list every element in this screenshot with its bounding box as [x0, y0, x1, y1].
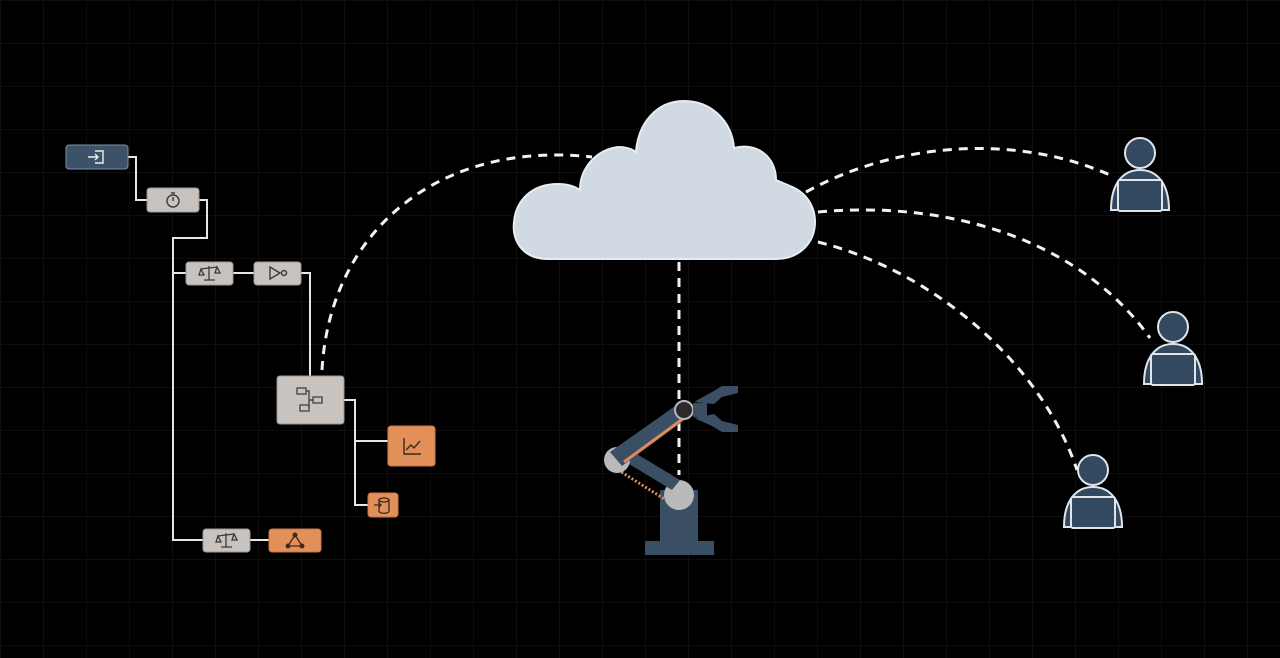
- wire-filter-subflow: [301, 272, 311, 376]
- play-circle-icon: [269, 265, 288, 281]
- wire-delay-branch: [172, 199, 208, 541]
- user-top: [1109, 137, 1171, 212]
- filter-node[interactable]: [253, 261, 302, 286]
- login-arrow-icon: [88, 150, 104, 164]
- user-bottom: [1062, 454, 1124, 529]
- input-node[interactable]: [65, 144, 129, 170]
- flow-wires: [128, 156, 388, 541]
- wire-subflow-chart: [344, 399, 388, 442]
- link-subflow-cloud: [320, 153, 593, 371]
- user-laptop-icon: [1142, 311, 1204, 386]
- balance-scale-icon: [215, 532, 239, 548]
- link-cloud-user-middle: [817, 208, 1152, 339]
- wire-subflow-db: [354, 441, 368, 506]
- balance-scale-icon: [198, 265, 222, 281]
- wire-input-delay: [128, 156, 147, 201]
- robotic-arm-icon: [604, 386, 738, 555]
- network-node[interactable]: [268, 528, 322, 553]
- network-triangle-icon: [285, 532, 305, 549]
- link-cloud-user-top: [805, 147, 1111, 194]
- delay-node[interactable]: [146, 187, 200, 213]
- user-laptop-icon: [1109, 137, 1171, 212]
- user-laptop-icon: [1062, 454, 1124, 529]
- dashed-links: [320, 147, 1152, 475]
- line-chart-icon: [403, 438, 421, 455]
- switch-node-upper[interactable]: [185, 261, 234, 286]
- cloud-icon: [512, 99, 817, 260]
- subflow-node[interactable]: [276, 375, 345, 425]
- database-node[interactable]: [367, 492, 399, 518]
- stopwatch-icon: [166, 192, 180, 208]
- chart-node[interactable]: [387, 425, 436, 467]
- link-cloud-user-bottom: [817, 240, 1079, 471]
- database-icon: [374, 497, 390, 514]
- switch-node-lower[interactable]: [202, 528, 251, 553]
- user-middle: [1142, 311, 1204, 386]
- hierarchy-icon: [296, 387, 323, 412]
